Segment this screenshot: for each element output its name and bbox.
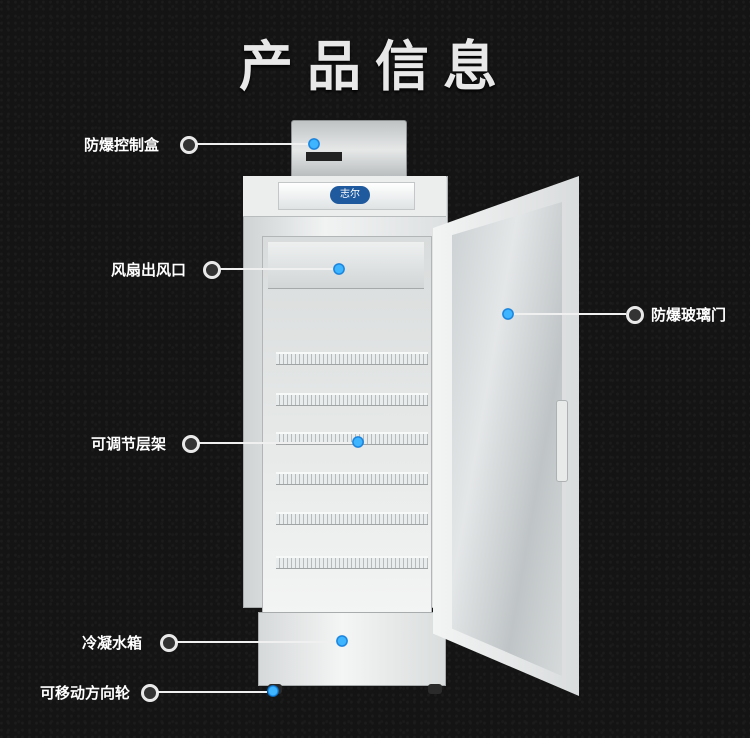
shelf bbox=[276, 556, 428, 569]
callout-label-fan-outlet: 风扇出风口 bbox=[111, 261, 187, 279]
callout-dot bbox=[336, 635, 348, 647]
control-box bbox=[291, 120, 407, 180]
glass-door-pane bbox=[452, 202, 562, 676]
callout-knob bbox=[626, 306, 644, 324]
callout-label-wheels: 可移动方向轮 bbox=[40, 684, 131, 702]
callout-dot bbox=[267, 685, 279, 697]
shelf bbox=[276, 352, 428, 365]
control-box-display bbox=[306, 152, 342, 161]
callout-knob bbox=[182, 435, 200, 453]
callout-line bbox=[157, 691, 267, 693]
callout-dot bbox=[352, 436, 364, 448]
callout-line bbox=[196, 143, 308, 145]
callout-line bbox=[219, 268, 333, 270]
door-handle bbox=[556, 400, 568, 482]
shelf bbox=[276, 393, 428, 406]
callout-knob bbox=[180, 136, 198, 154]
fan-housing bbox=[268, 242, 424, 289]
callout-label-glass-door: 防爆玻璃门 bbox=[651, 306, 727, 324]
callout-line bbox=[198, 442, 352, 444]
callout-label-shelves: 可调节层架 bbox=[91, 435, 167, 453]
page-title: 产品信息 bbox=[239, 35, 511, 98]
callout-knob bbox=[141, 684, 159, 702]
wheel bbox=[428, 684, 442, 694]
callout-dot bbox=[333, 263, 345, 275]
brand-logo: 志尔 bbox=[330, 186, 370, 204]
callout-label-control-box: 防爆控制盒 bbox=[84, 136, 160, 154]
callout-dot bbox=[308, 138, 320, 150]
callout-label-water-tank: 冷凝水箱 bbox=[82, 634, 143, 652]
shelf bbox=[276, 472, 428, 485]
cabinet-interior bbox=[262, 236, 432, 614]
callout-knob bbox=[203, 261, 221, 279]
callout-knob bbox=[160, 634, 178, 652]
shelf bbox=[276, 512, 428, 525]
water-tank bbox=[258, 612, 446, 686]
callout-line bbox=[176, 641, 336, 643]
callout-line bbox=[514, 313, 626, 315]
callout-dot bbox=[502, 308, 514, 320]
